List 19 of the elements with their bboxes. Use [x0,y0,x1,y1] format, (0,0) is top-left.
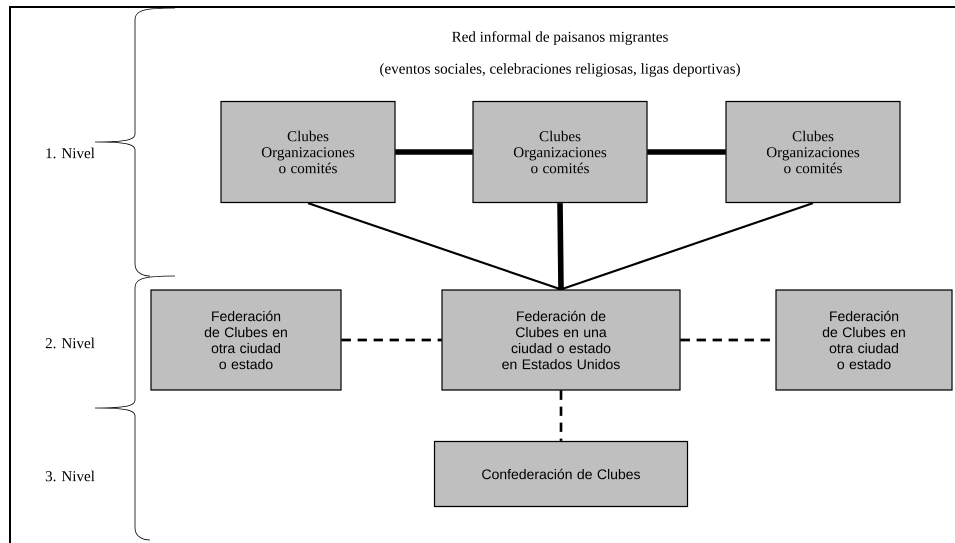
connector-line [648,149,726,155]
organization-box: Clubes Organizaciones o comités [220,100,396,204]
organization-box: Clubes Organizaciones o comités [472,100,648,204]
connector-line [557,203,564,290]
level-label: 2. Nivel [46,338,95,348]
connector-line [560,390,562,441]
connector-line [560,202,814,290]
connector-line [342,338,442,342]
heading-text: (eventos sociales, celebraciones religiosas, ligas deportivas) [380,63,740,77]
organization-box: Federación de Clubes en otra ciudad o estado [150,289,342,391]
level-label: 3. Nivel [46,470,95,482]
connector-line [308,202,562,290]
level-label: 1. Nivel [46,148,95,158]
organization-box: Federación de Clubes en otra ciudad o estado [775,289,953,391]
organization-box: Clubes Organizaciones o comités [725,100,901,204]
organization-box: Confederación de Clubes [434,440,688,508]
heading-text: Red informal de paisanos migrantes [452,31,668,45]
organization-box: Federación de Clubes en una ciudad o estado en Estados Unidos [441,289,681,391]
connector-line [396,149,472,155]
